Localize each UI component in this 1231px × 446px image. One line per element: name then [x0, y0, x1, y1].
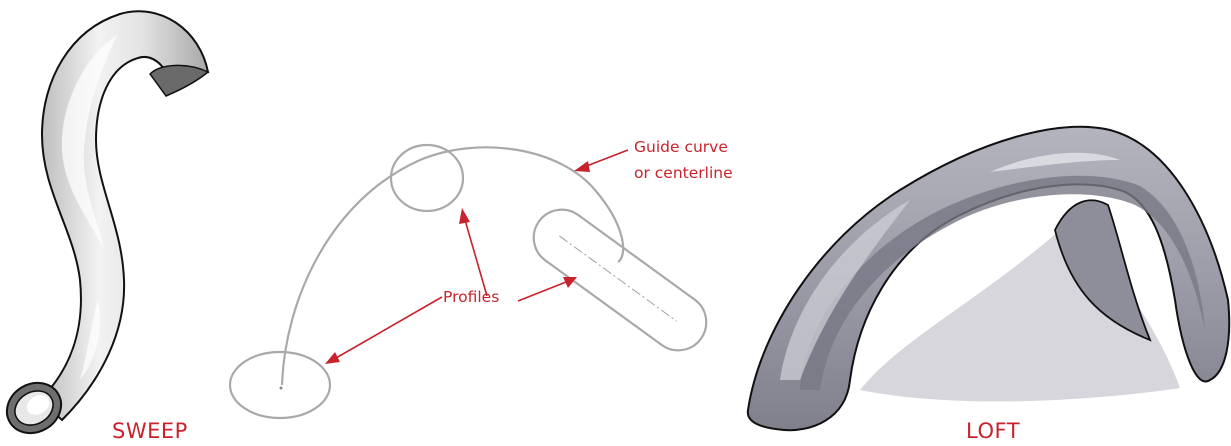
- loft-label: LOFT: [966, 419, 1020, 443]
- guide-curve-label-line1: Guide curve: [634, 138, 728, 156]
- sweep-label: SWEEP: [112, 419, 188, 443]
- annotation-arrows: [325, 150, 628, 364]
- guide-curve-label-line2: or centerline: [634, 164, 733, 182]
- profiles-label: Profiles: [443, 288, 499, 306]
- sweep-tube: [0, 11, 208, 443]
- profile-circle: [391, 145, 463, 211]
- sweep-construction: [230, 145, 717, 418]
- loft-shape: [748, 127, 1229, 430]
- guide-curve: [282, 147, 623, 385]
- profile-ellipse: [230, 352, 330, 418]
